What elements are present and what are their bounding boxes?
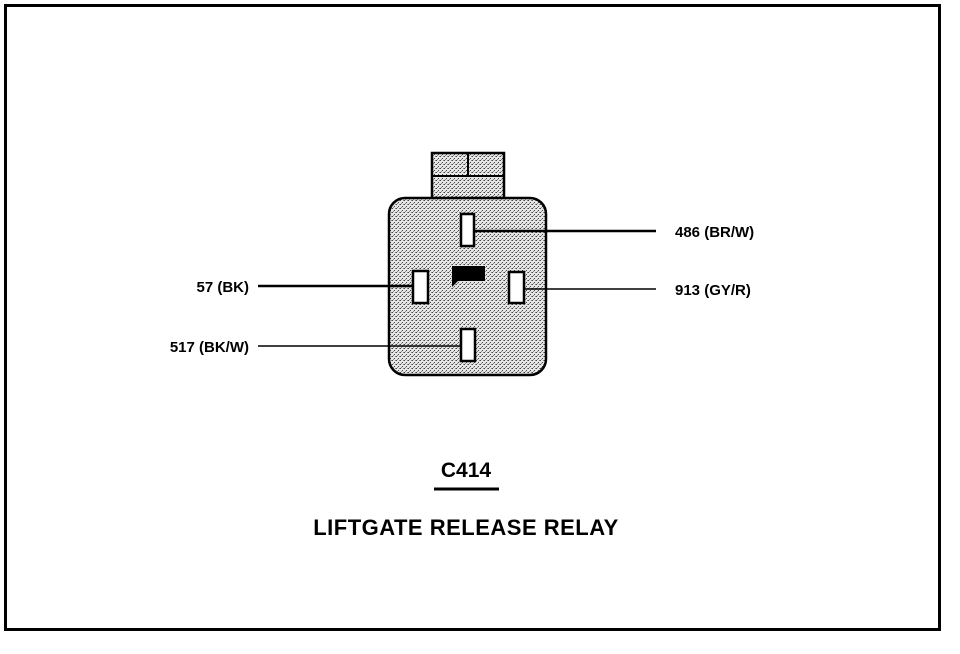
wire-label-top-right: 486 (BR/W) xyxy=(675,224,754,241)
connector-key xyxy=(452,266,485,287)
wire-label-bottom-left: 517 (BK/W) xyxy=(170,339,249,356)
connector-description: LIFTGATE RELEASE RELAY xyxy=(313,515,619,540)
terminal-bottom xyxy=(459,327,477,363)
connector-id: C414 xyxy=(441,459,492,482)
wire-label-middle-right: 913 (GY/R) xyxy=(675,282,751,299)
terminal-left xyxy=(411,269,430,305)
terminal-top xyxy=(459,212,476,248)
terminal-right xyxy=(507,270,526,305)
connector-lock-tab xyxy=(430,151,506,201)
wire-label-middle-left: 57 (BK) xyxy=(196,279,249,296)
